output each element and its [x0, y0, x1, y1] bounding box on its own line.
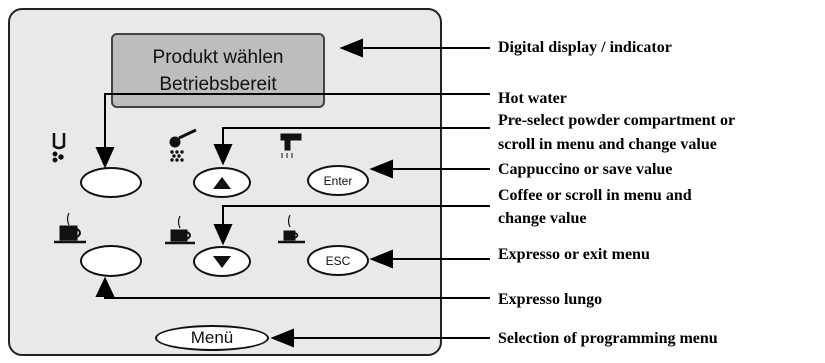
- leader-expresso-lungo: [104, 297, 490, 299]
- arrowhead-preselect: [213, 144, 233, 166]
- enter-button[interactable]: Enter: [307, 165, 369, 196]
- cup-icon: [165, 215, 195, 245]
- leader-preselect: [222, 127, 490, 145]
- hot-water-button[interactable]: [80, 167, 142, 198]
- small-cup-icon: [278, 214, 305, 244]
- hot-water-icon: [52, 133, 66, 163]
- arrowhead-hot-water: [95, 147, 115, 169]
- up-arrow-icon: [213, 176, 231, 189]
- expresso-lungo-button[interactable]: [80, 245, 142, 277]
- label-expresso: Expresso or exit menu: [498, 246, 650, 263]
- label-coffee-2: change value: [498, 210, 587, 227]
- leader-hot-water: [104, 93, 490, 148]
- menu-label: Menü: [190, 328, 234, 347]
- arrowhead-expresso: [369, 249, 393, 269]
- esc-label: ESC: [325, 253, 351, 268]
- arrowhead-programming: [270, 328, 294, 348]
- up-arrow-button[interactable]: [193, 167, 251, 198]
- down-arrow-button[interactable]: [193, 246, 251, 277]
- digital-display: Produkt wählen Betriebsbereit: [111, 33, 325, 108]
- large-cup-icon: [54, 212, 86, 244]
- down-arrow-icon: [213, 255, 231, 268]
- powder-spoon-icon: [169, 128, 197, 162]
- cappuccino-nozzle-icon: [280, 133, 302, 158]
- label-hot-water: Hot water: [498, 90, 567, 107]
- label-display: Digital display / indicator: [498, 39, 672, 56]
- leader-coffee: [222, 205, 490, 225]
- label-programming: Selection of programming menu: [498, 330, 718, 347]
- esc-button[interactable]: ESC: [307, 245, 369, 276]
- display-line-1: Produkt wählen: [152, 46, 284, 68]
- display-line-2: Betriebsbereit: [159, 73, 277, 95]
- arrowhead-coffee: [213, 224, 233, 246]
- label-preselect-1: Pre-select powder compartment or: [498, 112, 736, 129]
- label-preselect-2: scroll in menu and change value: [498, 136, 717, 153]
- label-coffee-1: Coffee or scroll in menu and: [498, 187, 692, 204]
- label-expresso-lungo: Expresso lungo: [498, 291, 603, 308]
- arrowhead-expresso-lungo: [95, 276, 115, 297]
- arrowhead-cappuccino: [369, 159, 393, 179]
- arrowhead-display: [339, 38, 363, 58]
- enter-label: Enter: [323, 173, 353, 188]
- label-cappuccino: Cappuccino or save value: [498, 161, 673, 178]
- menu-button[interactable]: Menü: [155, 325, 269, 351]
